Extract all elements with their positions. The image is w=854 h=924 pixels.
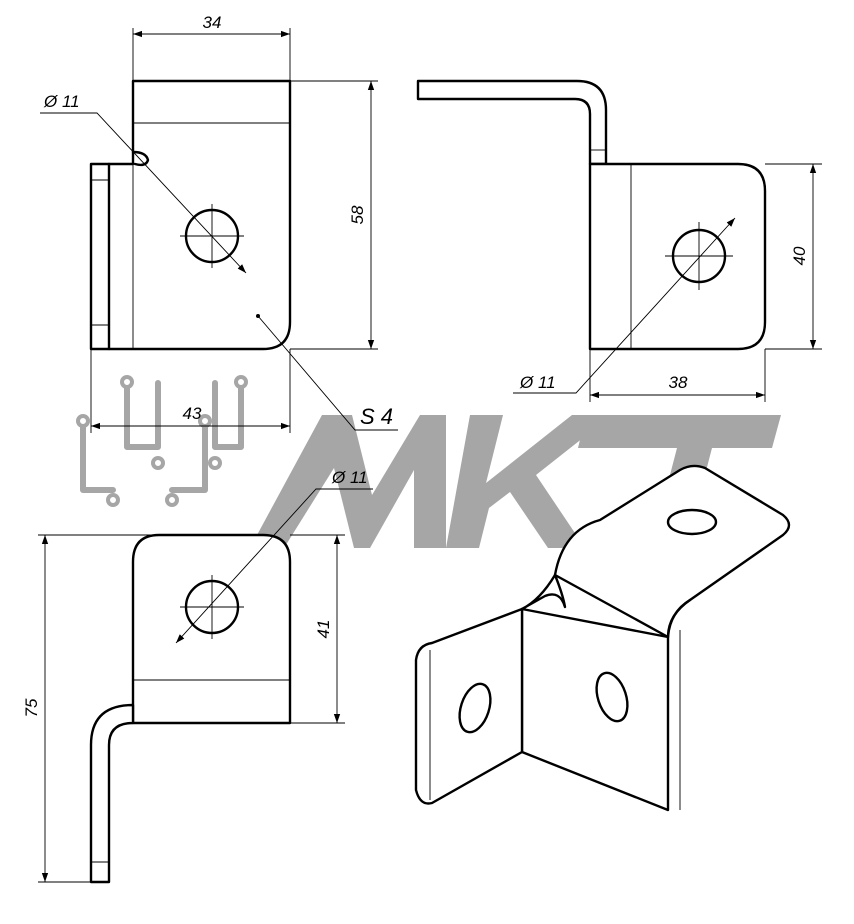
dimension-side-height: 40 (765, 163, 822, 350)
dimension-bottom-total-height: 75 (22, 534, 159, 883)
isometric-view (414, 464, 791, 812)
dimension-top-hole: Ø 11 (40, 92, 247, 274)
dimension-side-hole: Ø 11 (513, 217, 736, 394)
bracket-logo-icon (76, 375, 248, 507)
dim-label-43: 43 (183, 404, 202, 423)
dimension-top-width: 34 (132, 13, 291, 81)
dim-label-58: 58 (348, 205, 367, 224)
dimension-side-width: 38 (589, 349, 766, 402)
dim-label-40: 40 (790, 246, 809, 265)
dimension-bottom-face-height: 41 (290, 534, 345, 724)
dimension-front-span: 43 (90, 349, 291, 433)
side-view (416, 79, 767, 351)
dim-label-thickness: S 4 (360, 404, 393, 429)
bottom-view (89, 533, 292, 884)
front-view (89, 79, 292, 351)
dimension-bottom-hole: Ø 11 (175, 468, 373, 644)
dim-label-41: 41 (314, 620, 333, 639)
dim-label-34: 34 (203, 13, 222, 32)
dim-label-75: 75 (22, 698, 41, 717)
dim-label-bottom-hole: Ø 11 (331, 468, 368, 487)
dimension-front-height: 58 (290, 80, 378, 350)
dim-label-top-hole: Ø 11 (43, 92, 80, 111)
dimension-thickness: S 4 (256, 314, 398, 431)
dim-label-side-hole: Ø 11 (519, 373, 556, 392)
dim-label-38: 38 (669, 373, 688, 392)
